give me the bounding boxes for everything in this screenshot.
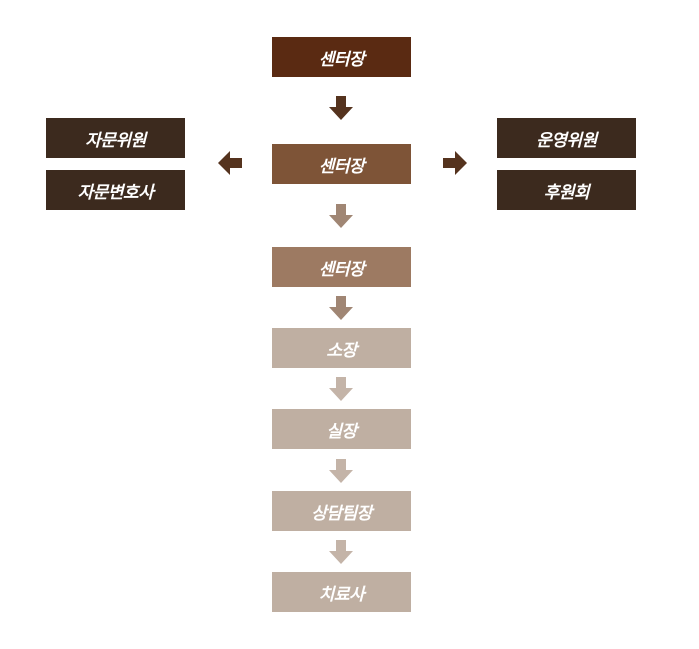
chain-box-director: 소장 — [272, 328, 411, 368]
arrow-down-icon — [329, 377, 353, 401]
arrow-right-icon — [443, 151, 467, 175]
chain-box-therapist: 치료사 — [272, 572, 411, 612]
chain-box-manager: 실장 — [272, 409, 411, 449]
box-label: 자문변호사 — [77, 182, 154, 203]
box-label: 센터장 — [318, 156, 365, 177]
box-label: 센터장 — [318, 49, 365, 70]
box-label: 치료사 — [318, 584, 365, 605]
right-box-steering-committee: 운영위원 — [497, 118, 636, 158]
box-label: 후원회 — [543, 182, 590, 203]
chain-box-center-director-3: 센터장 — [272, 247, 411, 287]
chain-box-counseling-team-leader: 상담팀장 — [272, 491, 411, 531]
box-label: 자문위원 — [85, 130, 146, 151]
arrow-down-icon — [329, 296, 353, 320]
right-box-support-group: 후원회 — [497, 170, 636, 210]
arrow-down-icon — [329, 540, 353, 564]
box-label: 상담팀장 — [311, 503, 372, 524]
box-label: 운영위원 — [536, 130, 597, 151]
box-label: 센터장 — [318, 259, 365, 280]
arrow-down-icon — [329, 204, 353, 228]
left-box-legal-advisor: 자문변호사 — [46, 170, 185, 210]
box-label: 실장 — [326, 421, 357, 442]
arrow-down-icon — [329, 459, 353, 483]
arrow-down-icon — [329, 96, 353, 120]
left-box-advisory-committee: 자문위원 — [46, 118, 185, 158]
box-label: 소장 — [326, 340, 357, 361]
arrow-left-icon — [218, 151, 242, 175]
chain-box-center-director-2: 센터장 — [272, 144, 411, 184]
chain-box-center-director-1: 센터장 — [272, 37, 411, 77]
